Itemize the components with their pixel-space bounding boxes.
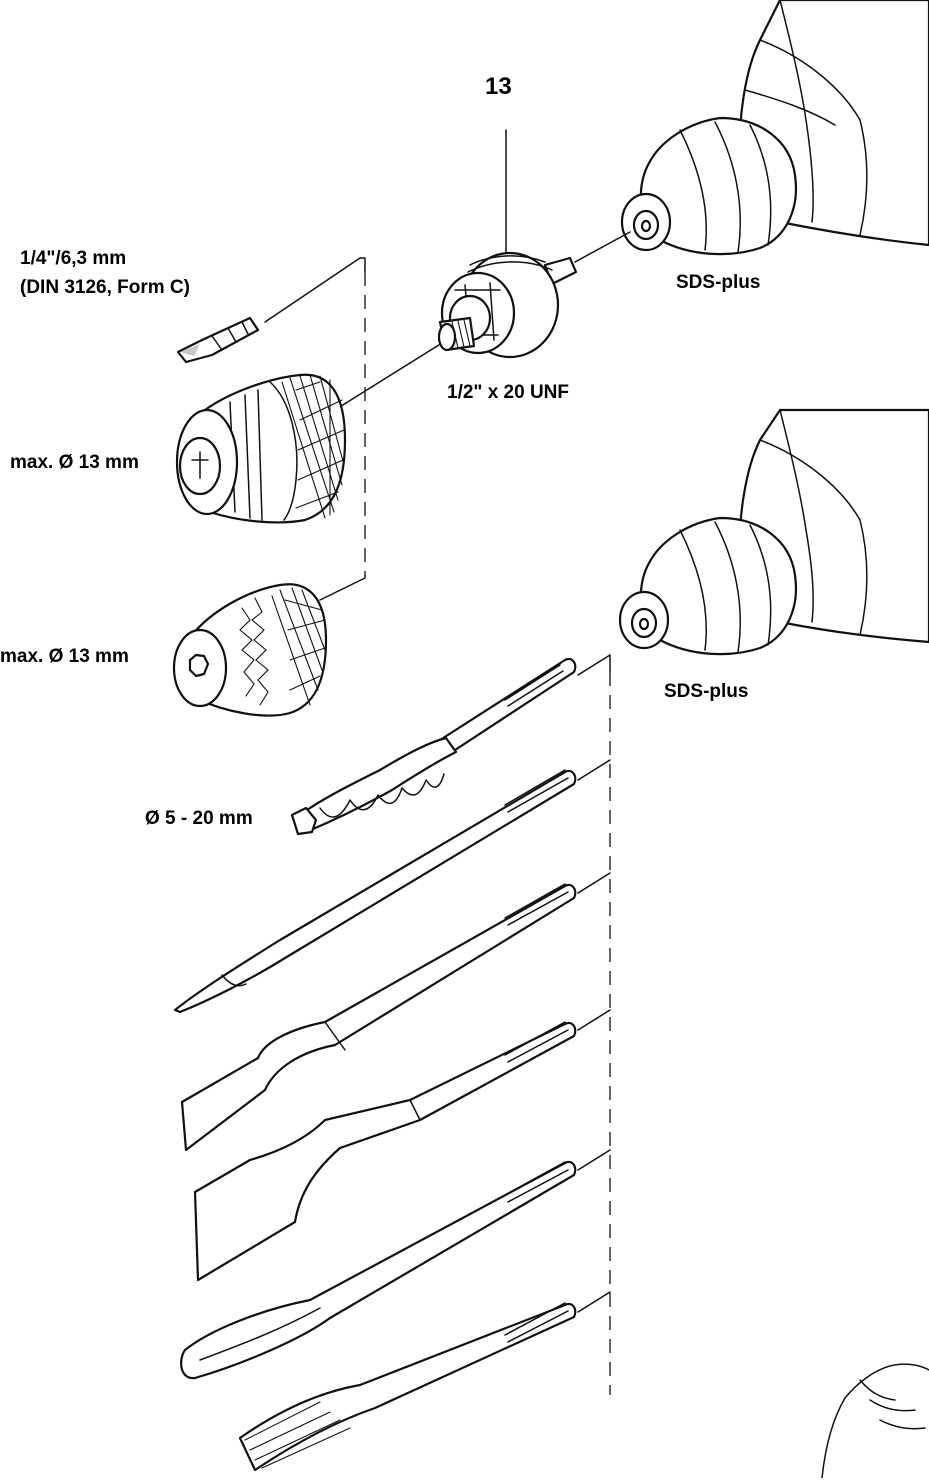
bit-size-label-line2: (DIN 3126, Form C)	[20, 277, 190, 298]
hand-icon	[821, 1363, 929, 1479]
sds-plus-label-bottom: SDS-plus	[664, 681, 749, 702]
spade-chisel-icon	[193, 1021, 577, 1282]
chuck-adapter-icon	[437, 251, 578, 359]
bit-size-label-line1: 1/4"/6,3 mm	[20, 248, 127, 269]
flat-chisel-icon	[180, 883, 577, 1152]
adapter-thread-label: 1/2" x 20 UNF	[447, 382, 570, 403]
sds-plus-label-top: SDS-plus	[676, 272, 761, 293]
drill-bit-range-label: Ø 5 - 20 mm	[145, 808, 253, 829]
grooving-chisel-icon	[238, 1302, 577, 1472]
keyed-chuck-icon	[172, 583, 328, 717]
gouge-chisel-icon	[180, 1160, 577, 1380]
pointed-chisel-icon	[173, 769, 577, 1014]
adapter-to-hammer-line	[574, 231, 631, 263]
bit-connector-line	[264, 257, 361, 323]
rotary-hammer-icon	[618, 408, 929, 656]
screwdriver-bit-icon	[176, 316, 260, 364]
masonry-drill-bit-icon	[290, 657, 577, 836]
chuck-to-adapter-line	[337, 337, 451, 409]
keyless-chuck-icon	[175, 373, 347, 524]
callout-number: 13	[485, 73, 512, 100]
rotary-hammer-icon	[620, 0, 929, 256]
keyed-chuck-capacity-label: max. Ø 13 mm	[0, 646, 129, 667]
keyless-chuck-capacity-label: max. Ø 13 mm	[10, 452, 139, 473]
